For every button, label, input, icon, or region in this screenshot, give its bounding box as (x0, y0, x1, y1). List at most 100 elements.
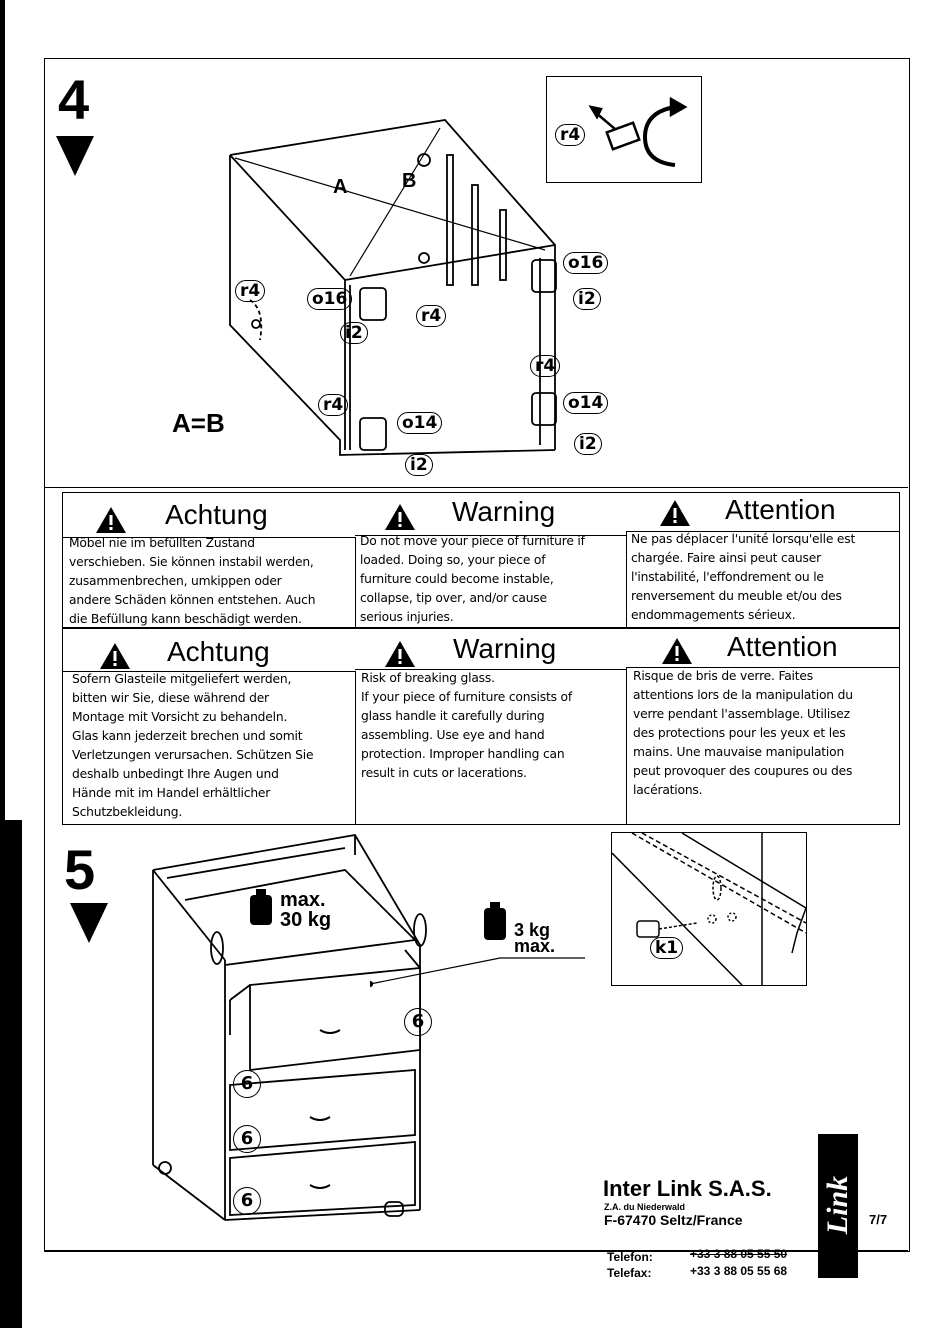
warning-heading-en: Warning (452, 496, 556, 527)
scan-edge (0, 820, 22, 1328)
heading-rule (626, 667, 899, 668)
phone-label: Telefon: (607, 1250, 653, 1264)
weight-icon (484, 902, 506, 940)
company-name: Inter Link S.A.S. (603, 1176, 772, 1201)
text-line: andere Schäden können entstehen. Auch (69, 593, 316, 607)
fax-label: Telefax: (607, 1266, 652, 1280)
text-line: Verletzungen verursachen. Schützen Sie (72, 748, 314, 762)
rail-detail (612, 833, 806, 985)
text-line: verre pendant l'assemblage. Utilisez (633, 707, 850, 721)
text-line: renversement du meuble et/ou des (631, 589, 842, 603)
diagonal-a-label: A (333, 176, 348, 198)
step-5-illustration (152, 834, 427, 1221)
heading-rule (63, 671, 355, 672)
warning-icon (100, 643, 130, 669)
logo-text: Link (821, 1175, 854, 1235)
text-line: endommagements sérieux. (631, 608, 796, 622)
col-divider (355, 537, 356, 627)
diagonal-b-label: B (402, 170, 417, 192)
part-badge-i2: i2 (573, 288, 601, 310)
heading-rule (355, 669, 626, 670)
warning-text-de: Sofern Glasteile mitgeliefert werden, bi… (72, 670, 356, 822)
warning-icon (385, 641, 415, 667)
rotate-arrow-icon (588, 96, 688, 167)
text-line: chargée. Faire ainsi peut causer (631, 551, 821, 565)
part-badge-i2: i2 (574, 433, 602, 455)
warning-icon (385, 504, 415, 530)
warning-heading-en: Warning (453, 633, 557, 664)
text-line: Möbel nie im befüllten Zustand (69, 536, 255, 550)
step-4-arrow-icon (56, 136, 94, 176)
step-4-number: 4 (58, 68, 90, 131)
warning-icon (96, 507, 126, 533)
fax-number: +33 3 88 05 55 68 (690, 1264, 788, 1278)
part-badge-o16: o16 (307, 288, 353, 310)
phone-number: +33 3 88 05 55 50 (690, 1247, 788, 1261)
leader-line (370, 957, 585, 988)
part-badge-r4: r4 (530, 355, 561, 377)
heading-rule (355, 535, 626, 536)
text-line: des protections pour les yeux et les (633, 726, 846, 740)
text-line: furniture could become instable, (360, 572, 554, 586)
text-line: zusammenbrechen, umkippen oder (69, 574, 282, 588)
weight-icon (250, 889, 272, 925)
text-line: lacérations. (633, 783, 703, 797)
text-line: If your piece of furniture consists of (361, 690, 572, 704)
text-line: Ne pas déplacer l'unité lorsqu'elle est (631, 532, 856, 546)
divider (44, 487, 908, 488)
part-badge-o16: o16 (563, 252, 609, 274)
col-divider (355, 671, 356, 824)
drawer-part-badge: 6 (404, 1008, 432, 1036)
drawer-part-badge: 6 (233, 1187, 261, 1215)
text-line: collapse, tip over, and/or cause (360, 591, 547, 605)
text-line: Do not move your piece of furniture if (360, 534, 585, 548)
warning-text-en: Do not move your piece of furniture if l… (360, 532, 622, 627)
part-badge-o14: o14 (397, 412, 443, 434)
page-frame (44, 58, 910, 1252)
drawer-load-label: 3 kg max. (514, 920, 555, 955)
load-text: 3 kg (514, 920, 551, 940)
warning-icon (660, 500, 690, 526)
part-badge-i2: i2 (405, 454, 433, 476)
warning-text-en: Risk of breaking glass. If your piece of… (361, 669, 623, 783)
part-badge-r4: r4 (318, 394, 349, 416)
text-line: mains. Une mauvaise manipulation (633, 745, 845, 759)
col-divider (626, 531, 627, 627)
warning-heading-de: Achtung (167, 636, 270, 667)
text-line: Risk of breaking glass. (361, 671, 495, 685)
part-badge-r4: r4 (416, 305, 447, 327)
equal-diagonals-label: A=B (172, 408, 225, 438)
warning-icon (662, 638, 692, 664)
warning-heading-de: Achtung (165, 499, 268, 530)
scan-edge-upper (0, 0, 5, 820)
text-line: bitten wir Sie, diese während der (72, 691, 269, 705)
step-5-arrow-icon (70, 903, 108, 943)
top-load-label: max. 30 kg (280, 890, 331, 930)
text-line: attentions lors de la manipulation du (633, 688, 853, 702)
step-5-detail-box: k1 (611, 832, 807, 986)
step-5-number: 5 (64, 838, 96, 901)
text-line: die Befüllung kann beschädigt werden. (69, 612, 302, 626)
company-logo: Link (818, 1134, 858, 1278)
warning-text-fr: Risque de bris de verre. Faites attentio… (633, 667, 897, 800)
page-number: 7/7 (869, 1212, 888, 1227)
step-4-detail-box: r4 (546, 76, 702, 183)
warning-heading-fr: Attention (727, 631, 838, 662)
text-line: peut provoquer des coupures ou des (633, 764, 853, 778)
footer-divider (44, 1250, 908, 1251)
part-badge-o14: o14 (563, 392, 609, 414)
text-line: l'instabilité, l'effondrement ou le (631, 570, 824, 584)
text-line: loaded. Doing so, your piece of (360, 553, 546, 567)
part-badge-k1: k1 (650, 937, 684, 959)
load-text: max. (280, 889, 326, 911)
drawer-part-badge: 6 (233, 1125, 261, 1153)
col-divider (626, 667, 627, 824)
text-line: serious injuries. (360, 610, 454, 624)
text-line: result in cuts or lacerations. (361, 766, 527, 780)
company-address-1: Z.A. du Niederwald (604, 1202, 686, 1212)
text-line: verschieben. Sie können instabil werden, (69, 555, 314, 569)
text-line: Hände mit im Handel erhältlicher (72, 786, 271, 800)
company-address-2: F-67470 Seltz/France (604, 1212, 743, 1228)
text-line: protection. Improper handling can (361, 747, 565, 761)
load-text: 30 kg (280, 909, 332, 931)
